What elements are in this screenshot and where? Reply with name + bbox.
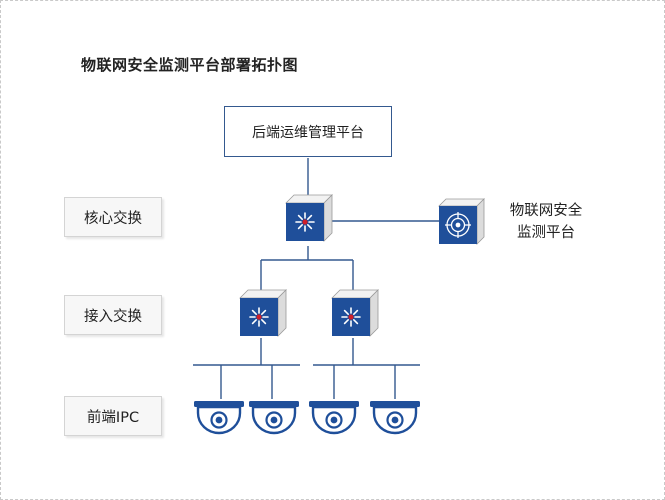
security-platform-label: 物联网安全 监测平台 (496, 200, 596, 244)
diagram-title: 物联网安全监测平台部署拓扑图 (81, 56, 299, 74)
access-switch-right-icon (331, 289, 379, 337)
connection-lines (193, 158, 439, 399)
layer-label-ipc: 前端IPC (64, 396, 162, 436)
core-switch-icon (285, 194, 333, 242)
security-platform-label-line2: 监测平台 (517, 225, 575, 241)
layer-label-core: 核心交换 (64, 197, 162, 237)
security-monitor-icon (438, 198, 485, 245)
access-switch-left-icon (239, 289, 287, 337)
dome-camera-icon (368, 399, 422, 435)
dome-camera-icon (247, 399, 301, 435)
dome-camera-icon (307, 399, 361, 435)
dome-camera-icon (192, 399, 246, 435)
management-platform-label: 后端运维管理平台 (252, 124, 364, 141)
security-platform-label-line1: 物联网安全 (509, 203, 583, 219)
layer-label-access: 接入交换 (64, 295, 162, 335)
management-platform-box: 后端运维管理平台 (224, 106, 392, 157)
